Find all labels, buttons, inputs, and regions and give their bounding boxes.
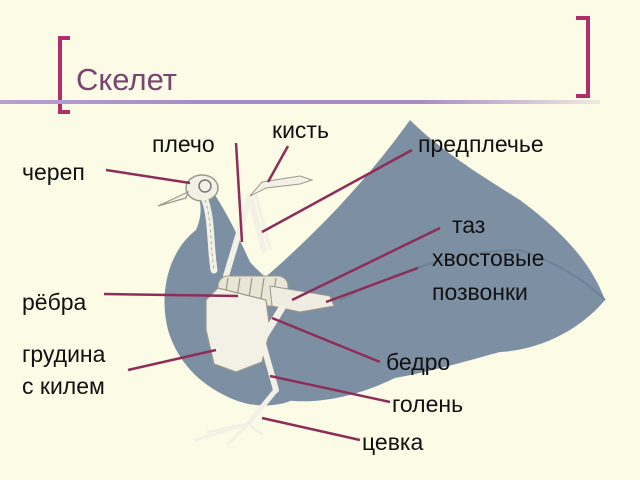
label-plecho: плечо [152, 131, 215, 157]
leader-rebra [103, 292, 239, 298]
right-bracket [576, 16, 590, 98]
leader-grudina [127, 348, 217, 372]
leader-tsevka [261, 416, 361, 442]
beak-bone [157, 190, 190, 207]
tarsometatarsus-bone [245, 387, 279, 427]
label-rebra: рёбра [22, 289, 87, 315]
leader-golen [269, 374, 391, 404]
label-grudina: грудина [22, 341, 106, 367]
label-s-kilem: с килем [22, 373, 105, 399]
label-predplechye: предплечье [418, 131, 544, 157]
label-khvostovye: хвостовые [432, 245, 545, 271]
skull-bone [185, 174, 219, 202]
femur-bone [258, 304, 286, 344]
sternum-keel [205, 287, 271, 373]
pelvis-bone [269, 285, 335, 313]
leader-bedro [271, 316, 381, 364]
tibia-bone [259, 337, 279, 393]
forearm-bone [247, 193, 267, 253]
title-underline [0, 100, 600, 104]
label-golen: голень [392, 391, 464, 417]
leader-predplechye [261, 148, 413, 234]
humerus-bone [223, 193, 253, 279]
label-cherep: череп [22, 159, 85, 185]
hand-bone [249, 175, 314, 197]
slide-title: Скелет [76, 62, 178, 97]
eye-socket [198, 179, 212, 193]
leader-cherep [105, 168, 191, 185]
leader-plecho [234, 142, 244, 243]
label-tsevka: цевка [362, 429, 424, 455]
foot-bones [194, 422, 264, 446]
left-bracket [58, 36, 70, 114]
label-taz: таз [452, 212, 486, 238]
label-bedro: бедро [386, 349, 451, 375]
label-pozvonki: позвонки [432, 279, 528, 305]
leader-khvostovye [325, 266, 419, 304]
label-kist: кисть [272, 117, 329, 143]
leader-kist [266, 145, 290, 183]
leader-taz [291, 226, 441, 302]
